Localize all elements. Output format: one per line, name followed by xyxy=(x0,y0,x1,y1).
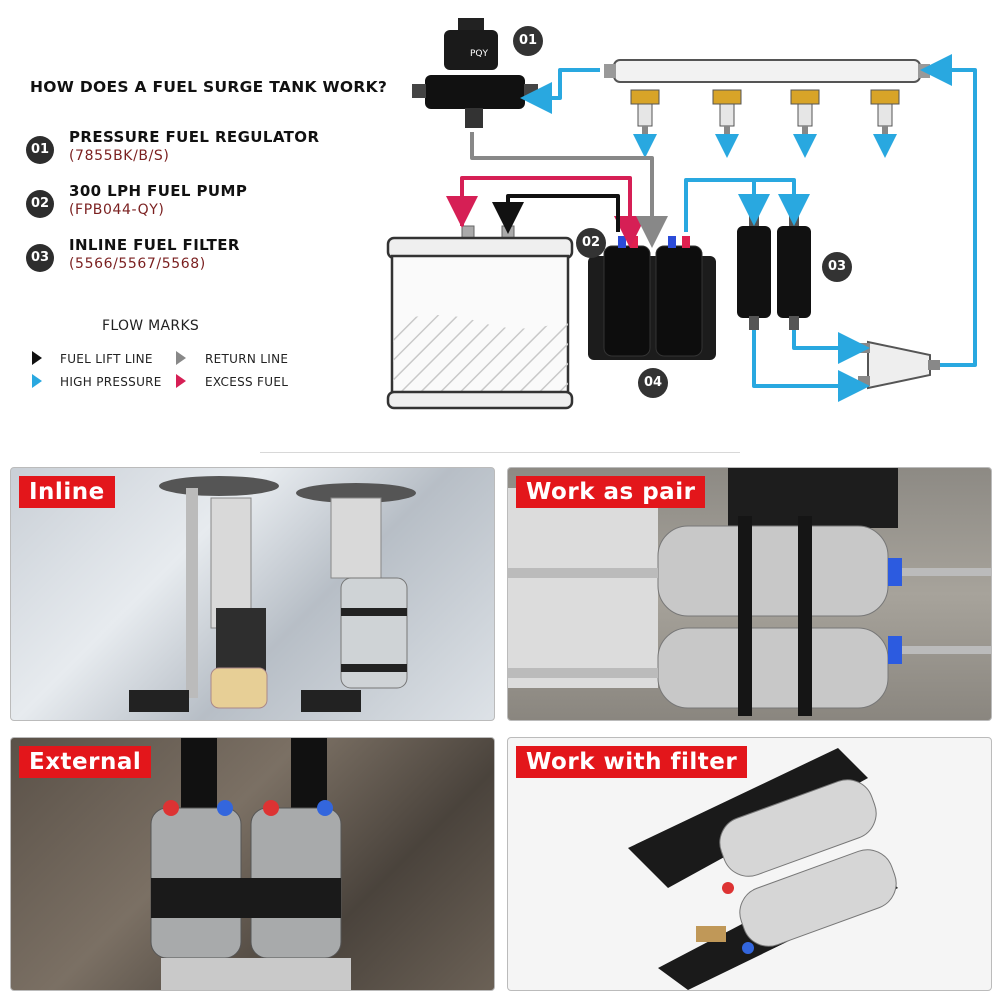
page-title: HOW DOES A FUEL SURGE TANK WORK? xyxy=(30,78,388,96)
fuel-tank xyxy=(386,225,574,410)
photo-label: External xyxy=(19,746,152,778)
badge-filter: 03 xyxy=(822,252,852,282)
legend-number: 03 xyxy=(26,244,54,272)
brand-text: PQY xyxy=(470,49,489,59)
legend-name: 300 LPH FUEL PUMP xyxy=(69,182,248,200)
fuel-distribution-block-icon xyxy=(858,340,940,390)
in-tank-pump-illustration xyxy=(129,476,416,712)
photo-label: Work with filter xyxy=(516,746,748,778)
photo-label: Work as pair xyxy=(516,476,706,508)
legend-name: PRESSURE FUEL REGULATOR xyxy=(69,128,320,146)
fuel-system-diagram: PQY xyxy=(386,18,977,410)
injector-icon xyxy=(630,89,900,134)
badge-surge-tank: 04 xyxy=(638,368,668,398)
flow-mark-lift: FUEL LIFT LINE xyxy=(60,352,153,366)
badge-regulator: 01 xyxy=(513,26,543,56)
surge-tank-icon xyxy=(588,236,716,360)
divider xyxy=(260,452,740,453)
legend-item-filter: 03 INLINE FUEL FILTER (5566/5567/5568) xyxy=(26,236,366,280)
flow-marks-title: FLOW MARKS xyxy=(102,318,200,334)
photo-work-with-filter: Work with filter xyxy=(507,737,992,991)
photo-label: Inline xyxy=(19,476,115,508)
legend-number: 02 xyxy=(26,190,54,218)
legend-item-pump: 02 300 LPH FUEL PUMP (FPB044-QY) xyxy=(26,182,366,226)
external-pumps-illustration xyxy=(150,738,351,990)
pumps-with-filter-illustration xyxy=(628,748,898,990)
photo-work-as-pair: Work as pair xyxy=(507,467,992,721)
high-pressure-arrow-icon xyxy=(32,374,42,388)
paired-pumps-illustration xyxy=(508,468,991,716)
lift-line-arrow-icon xyxy=(32,351,42,365)
excess-fuel-arrow-icon xyxy=(176,374,186,388)
inline-fuel-filter-icon xyxy=(737,214,811,330)
photo-external: External xyxy=(10,737,495,991)
flow-mark-excess: EXCESS FUEL xyxy=(205,375,289,389)
legend-code: (5566/5567/5568) xyxy=(69,256,206,272)
fuel-rail xyxy=(604,59,930,83)
legend-item-regulator: 01 PRESSURE FUEL REGULATOR (7855BK/B/S) xyxy=(26,128,366,172)
badge-pump: 02 xyxy=(576,228,606,258)
photo-inline: Inline xyxy=(10,467,495,721)
legend-code: (7855BK/B/S) xyxy=(69,148,170,164)
flow-mark-high-pressure: HIGH PRESSURE xyxy=(60,375,162,389)
legend-number: 01 xyxy=(26,136,54,164)
flow-mark-return: RETURN LINE xyxy=(205,352,289,366)
legend-name: INLINE FUEL FILTER xyxy=(69,236,240,254)
legend-code: (FPB044-QY) xyxy=(69,202,165,218)
return-line-arrow-icon xyxy=(176,351,186,365)
